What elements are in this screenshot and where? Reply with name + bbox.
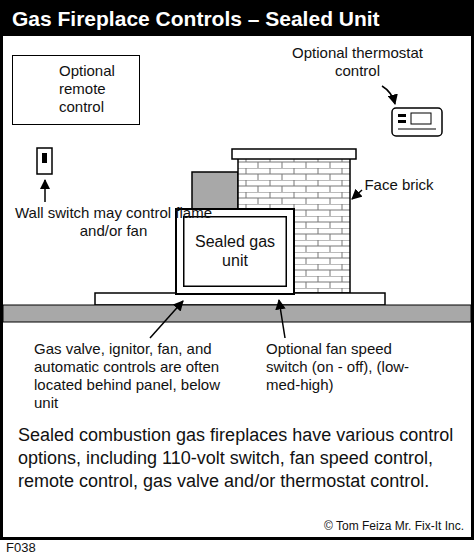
control-box: Optional remote control [12,55,140,125]
callout-label: Optional thermostat control [285,44,430,80]
figure-number: F038 [6,540,86,556]
callout-label: Optional fan speed switch (on - off), (l… [266,340,426,394]
brick-cap [232,149,356,159]
leader-line [44,180,46,202]
floor [3,305,471,322]
frame [2,2,473,539]
title: Gas Fireplace Controls – Sealed Unit [12,6,467,31]
callout-label: Wall switch may control flame and/or fan [6,204,221,240]
copyright: © Tom Feiza Mr. Fix-It Inc. [250,519,464,533]
node-text: Optional remote control [59,62,133,116]
callout-label: Face brick [364,176,434,194]
thermostat-icon [392,108,442,136]
callout-label: Gas valve, ignitor, fan, and automatic c… [34,340,224,412]
caption: Sealed combustion gas fireplaces have va… [18,424,458,493]
sealed-unit: Sealed gas unit [175,208,295,295]
leader-line [382,86,395,104]
leader-line [352,190,362,199]
leader-line [279,300,285,338]
leader-line [150,301,183,338]
title-banner [0,0,474,36]
node-text: Sealed gas unit [189,232,281,270]
wall-switch [37,148,52,174]
